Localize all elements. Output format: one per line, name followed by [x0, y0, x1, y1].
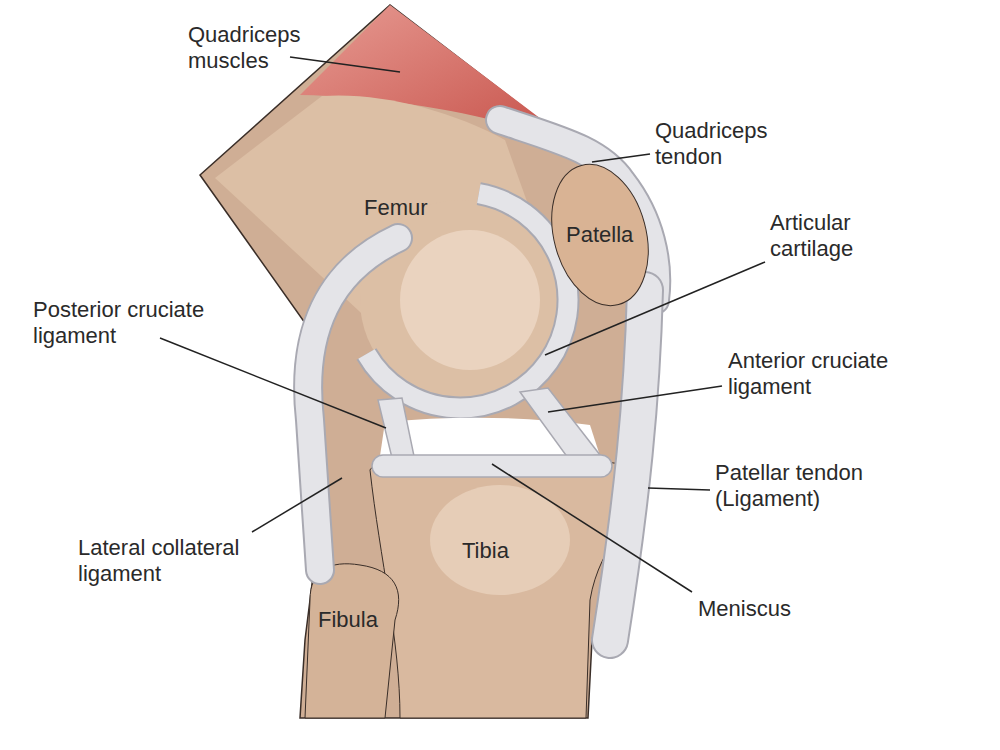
- meniscus-shape: [372, 455, 612, 477]
- leader-line: [252, 478, 342, 532]
- patella-bone: [537, 154, 663, 317]
- leader-line: [548, 386, 722, 412]
- part-label: Lateral collateral ligament: [78, 535, 298, 588]
- part-label: Patellar tendon (Ligament): [715, 460, 910, 513]
- part-label: Meniscus: [698, 596, 838, 622]
- part-label: Fibula: [318, 607, 398, 633]
- lcl-ligament: [308, 238, 398, 570]
- part-label: Articular cartilage: [770, 210, 920, 263]
- leader-line: [545, 262, 765, 355]
- leader-line: [290, 57, 400, 72]
- patellar-tendon: [610, 290, 645, 640]
- part-label: Anterior cruciate ligament: [728, 348, 953, 401]
- leg-outline: [200, 5, 660, 718]
- part-label: Tibia: [462, 538, 552, 564]
- fibula-bone: [305, 564, 399, 718]
- part-label: Patella: [566, 222, 656, 248]
- leader-line: [648, 488, 710, 490]
- part-label: Femur: [364, 195, 464, 221]
- femur-highlight: [400, 230, 540, 370]
- part-label: Posterior cruciate ligament: [33, 297, 258, 350]
- leader-line: [492, 464, 692, 592]
- part-label: Quadriceps muscles: [188, 22, 338, 75]
- leader-line: [592, 154, 650, 162]
- acl-ligament: [520, 388, 600, 458]
- pcl-ligament: [378, 398, 414, 458]
- lcl-outline: [308, 238, 398, 570]
- tibia-highlight: [430, 485, 570, 595]
- leader-line: [160, 338, 386, 428]
- patellar-tendon-outline: [610, 290, 645, 640]
- part-label: Quadriceps tendon: [655, 118, 795, 171]
